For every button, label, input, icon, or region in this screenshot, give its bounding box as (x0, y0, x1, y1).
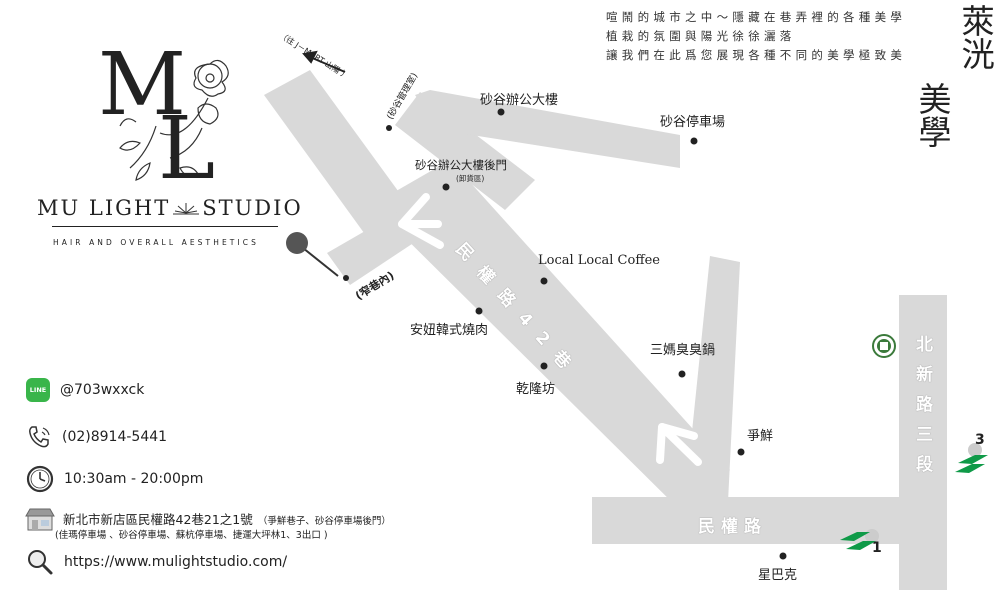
poi-dot-office (497, 108, 505, 116)
poi-dot-parking (690, 137, 698, 145)
poi-dot-backdoor (442, 183, 450, 191)
tagline-line-1: 喧鬧的城市之中～隱藏在巷弄裡的各種美學 (606, 10, 907, 24)
mrt-exit-1-number: 1 (872, 540, 882, 556)
clock-icon (26, 465, 54, 493)
poi-label-starbucks: 星巴克 (758, 568, 798, 583)
phone-icon (29, 426, 50, 448)
address-line: 新北市新店區民權路42巷21之1號 （爭鮮巷子、砂谷停車場後門） (63, 509, 391, 528)
poi-label-parking: 砂谷停車場 (660, 115, 726, 130)
poi-dot-coffee (540, 277, 548, 285)
website-row: https://www.mulightstudio.com/ (26, 548, 287, 576)
title-col-2: 美學 (913, 82, 952, 148)
studio-location-pin (286, 232, 339, 277)
landmark-icon (872, 334, 896, 358)
mrt-exit-3-icon (955, 443, 988, 473)
poi-label-backdoor: 砂谷辦公大樓後門 (415, 158, 507, 172)
line-id[interactable]: @703wxxck (60, 382, 145, 398)
poi-label-coffee: Local Local Coffee (538, 253, 660, 268)
brand-subtitle: HAIR AND OVERALL AESTHETICS (53, 238, 259, 247)
road-minquan-42-lane (372, 160, 730, 520)
store-icon (25, 508, 55, 531)
brand-logo: M L MU LIGHT STUDIO HAIR AND OVERALL AES… (30, 42, 301, 258)
monogram-m: M (98, 35, 187, 135)
hours-row: 10:30am - 20:00pm (26, 465, 203, 493)
poi-dot-qianlong (540, 362, 548, 370)
tagline: 喧鬧的城市之中～隱藏在巷弄裡的各種美學 植栽的氛圍與陽光徐徐灑落 讓我們在此爲您… (606, 8, 906, 65)
opening-hours: 10:30am - 20:00pm (64, 471, 204, 487)
road-right-diagonal (685, 256, 740, 502)
poi-label-sushi: 爭鮮 (747, 429, 774, 444)
poi-label-sanma: 三媽臭臭鍋 (650, 343, 716, 358)
mrt-exit-3-number: 3 (975, 432, 985, 448)
backdoor-note: (卸貨區) (456, 174, 485, 183)
poi-dot-sanma (678, 370, 686, 378)
search-icon (28, 550, 53, 575)
poi-label-annyeong: 安妞韓式燒肉 (410, 323, 489, 338)
brand-divider (52, 226, 278, 227)
road-label-beixin: 北新路三段 (912, 335, 932, 485)
road-label-minquan: 民權路 (698, 517, 767, 537)
tagline-line-2: 植栽的氛圍與陽光徐徐灑落 (606, 29, 796, 43)
poi-dot-starbucks (779, 552, 787, 560)
tagline-line-3: 讓我們在此爲您展現各種不同的美學極致美 (606, 48, 907, 62)
road-parking-branch (415, 90, 680, 168)
road-office-branch (395, 92, 535, 210)
brand-name-left: MU LIGHT (37, 196, 171, 220)
title-col-1: 萊洸 (956, 4, 995, 70)
sun-icon (173, 203, 200, 215)
floral-illustration (119, 59, 229, 181)
poi-dot-annyeong (475, 307, 483, 315)
poi-dot-mgmt (386, 125, 392, 131)
mrt-exit-1-icon (840, 529, 879, 550)
website-link[interactable]: https://www.mulightstudio.com/ (64, 554, 288, 570)
road-beixin (899, 295, 947, 590)
line-row: LINE @703wxxck (26, 378, 144, 402)
poi-label-office: 砂谷辦公大樓 (480, 93, 559, 108)
line-icon-text: LINE (29, 386, 47, 394)
phone-row: (02)8914-5441 (26, 424, 167, 450)
monogram-l: L (158, 99, 216, 199)
road-inner-alley (327, 212, 418, 285)
parking-note: (佳瑪停車場 、砂谷停車場、蘇杭停車場、捷運大坪林1、3出口 ) (55, 530, 328, 541)
address-note: （爭鮮巷子、砂谷停車場後門） (257, 516, 391, 527)
line-icon: LINE (26, 378, 50, 402)
poi-dot-sushi (737, 448, 745, 456)
poi-dot-alley (343, 275, 349, 281)
phone-number[interactable]: (02)8914-5441 (62, 429, 168, 445)
brand-name: MU LIGHT STUDIO (37, 196, 303, 220)
brand-name-right: STUDIO (202, 196, 303, 220)
address-text: 新北市新店區民權路42巷21之1號 (63, 512, 253, 527)
poi-label-qianlong: 乾隆坊 (516, 382, 556, 397)
